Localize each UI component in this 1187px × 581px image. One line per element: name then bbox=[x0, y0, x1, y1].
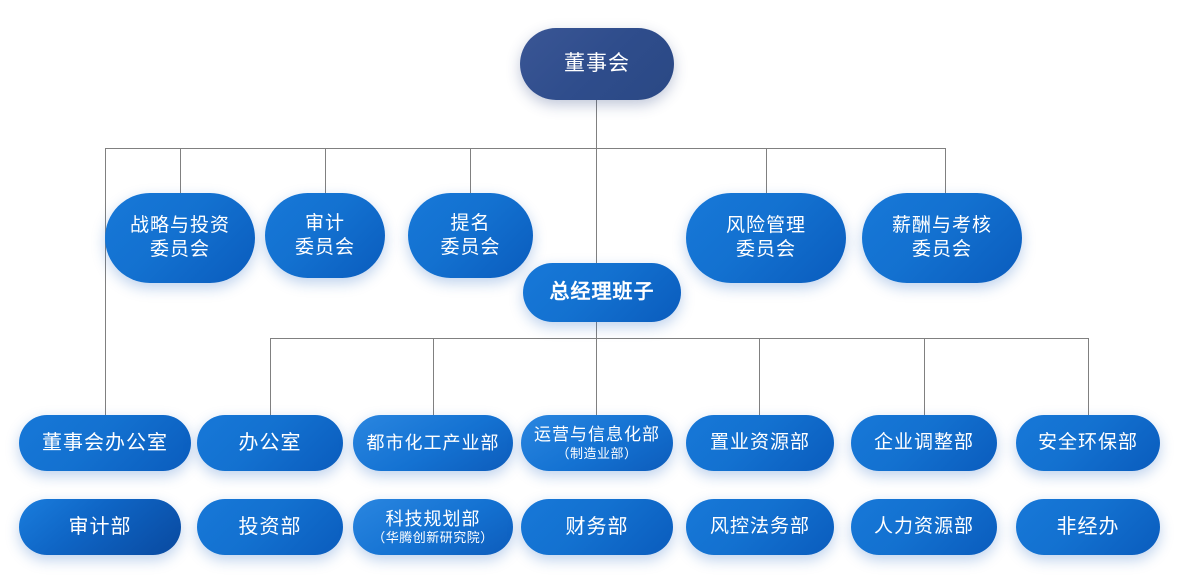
node-label-line2: 委员会 bbox=[294, 236, 355, 258]
connector-committee-drop-2 bbox=[325, 148, 326, 193]
connector-dept-drop-chem bbox=[433, 338, 434, 415]
node-human-resources-dept[interactable]: 人力资源部 bbox=[851, 499, 997, 555]
node-label: 人力资源部 bbox=[873, 516, 974, 538]
node-label: 科技规划部 bbox=[385, 508, 481, 529]
node-operations-informatization-dept[interactable]: 运营与信息化部 （制造业部） bbox=[521, 415, 673, 471]
node-label-line2: 委员会 bbox=[735, 239, 796, 260]
node-finance-dept[interactable]: 财务部 bbox=[521, 499, 673, 555]
node-office[interactable]: 办公室 bbox=[197, 415, 343, 471]
node-audit-committee[interactable]: 审计 委员会 bbox=[265, 193, 385, 278]
node-general-manager-team[interactable]: 总经理班子 bbox=[523, 263, 681, 322]
node-label: 风控法务部 bbox=[709, 516, 810, 538]
connector-root-stem bbox=[596, 100, 597, 148]
node-compensation-appraisal-committee[interactable]: 薪酬与考核 委员会 bbox=[862, 193, 1022, 283]
connector-dept-drop-safety bbox=[1088, 338, 1089, 415]
node-board-of-directors[interactable]: 董事会 bbox=[520, 28, 674, 100]
node-label-line1: 审计 bbox=[304, 212, 345, 234]
connector-gm-drop bbox=[596, 148, 597, 263]
node-label: 置业资源部 bbox=[709, 432, 810, 454]
connector-dept-drop-office bbox=[270, 338, 271, 415]
connector-dept-drop-restructure bbox=[924, 338, 925, 415]
node-board-office[interactable]: 董事会办公室 bbox=[19, 415, 191, 471]
node-label-line2: 委员会 bbox=[440, 236, 501, 258]
node-label: 运营与信息化部 bbox=[534, 425, 660, 445]
node-label: 审计部 bbox=[68, 515, 132, 538]
connector-dept-drop-ops bbox=[596, 338, 597, 415]
node-label: 非经办 bbox=[1056, 515, 1120, 538]
connector-committee-drop-4 bbox=[766, 148, 767, 193]
connector-committee-drop-1 bbox=[180, 148, 181, 193]
connector-dept-drop-property bbox=[759, 338, 760, 415]
node-label: 董事会 bbox=[564, 51, 630, 75]
node-label-line1: 风险管理 bbox=[725, 215, 806, 237]
connector-committee-drop-5 bbox=[945, 148, 946, 193]
node-sublabel: （华腾创新研究院） bbox=[372, 530, 494, 546]
node-risk-legal-dept[interactable]: 风控法务部 bbox=[686, 499, 834, 555]
connector-top-bus bbox=[105, 148, 945, 149]
node-non-operating-office[interactable]: 非经办 bbox=[1016, 499, 1160, 555]
node-investment-dept[interactable]: 投资部 bbox=[197, 499, 343, 555]
node-label: 都市化工产业部 bbox=[366, 432, 500, 453]
node-strategy-investment-committee[interactable]: 战略与投资 委员会 bbox=[105, 193, 255, 283]
node-label: 总经理班子 bbox=[549, 281, 655, 303]
node-property-resources-dept[interactable]: 置业资源部 bbox=[686, 415, 834, 471]
connector-board-office-drop bbox=[105, 148, 106, 415]
node-nomination-committee[interactable]: 提名 委员会 bbox=[408, 193, 533, 278]
node-safety-environmental-dept[interactable]: 安全环保部 bbox=[1016, 415, 1160, 471]
node-urban-chemical-industry-dept[interactable]: 都市化工产业部 bbox=[353, 415, 513, 471]
connector-dept-bus bbox=[270, 338, 1088, 339]
connector-gm-stem bbox=[596, 322, 597, 338]
node-label: 董事会办公室 bbox=[42, 431, 168, 454]
node-label-line1: 战略与投资 bbox=[129, 215, 230, 237]
node-risk-management-committee[interactable]: 风险管理 委员会 bbox=[686, 193, 846, 283]
node-label-line1: 提名 bbox=[450, 212, 491, 234]
node-label-line2: 委员会 bbox=[149, 239, 210, 260]
node-label: 安全环保部 bbox=[1037, 432, 1138, 454]
node-label: 企业调整部 bbox=[873, 432, 974, 454]
node-technology-planning-dept[interactable]: 科技规划部 （华腾创新研究院） bbox=[353, 499, 513, 555]
node-label: 办公室 bbox=[238, 431, 302, 454]
node-sublabel: （制造业部） bbox=[556, 445, 638, 461]
node-enterprise-restructuring-dept[interactable]: 企业调整部 bbox=[851, 415, 997, 471]
node-label-line2: 委员会 bbox=[911, 239, 972, 260]
node-label-line1: 薪酬与考核 bbox=[891, 215, 992, 237]
node-label: 投资部 bbox=[238, 515, 302, 538]
node-audit-dept[interactable]: 审计部 bbox=[19, 499, 181, 555]
connector-committee-drop-3 bbox=[470, 148, 471, 193]
node-label: 财务部 bbox=[565, 515, 629, 538]
